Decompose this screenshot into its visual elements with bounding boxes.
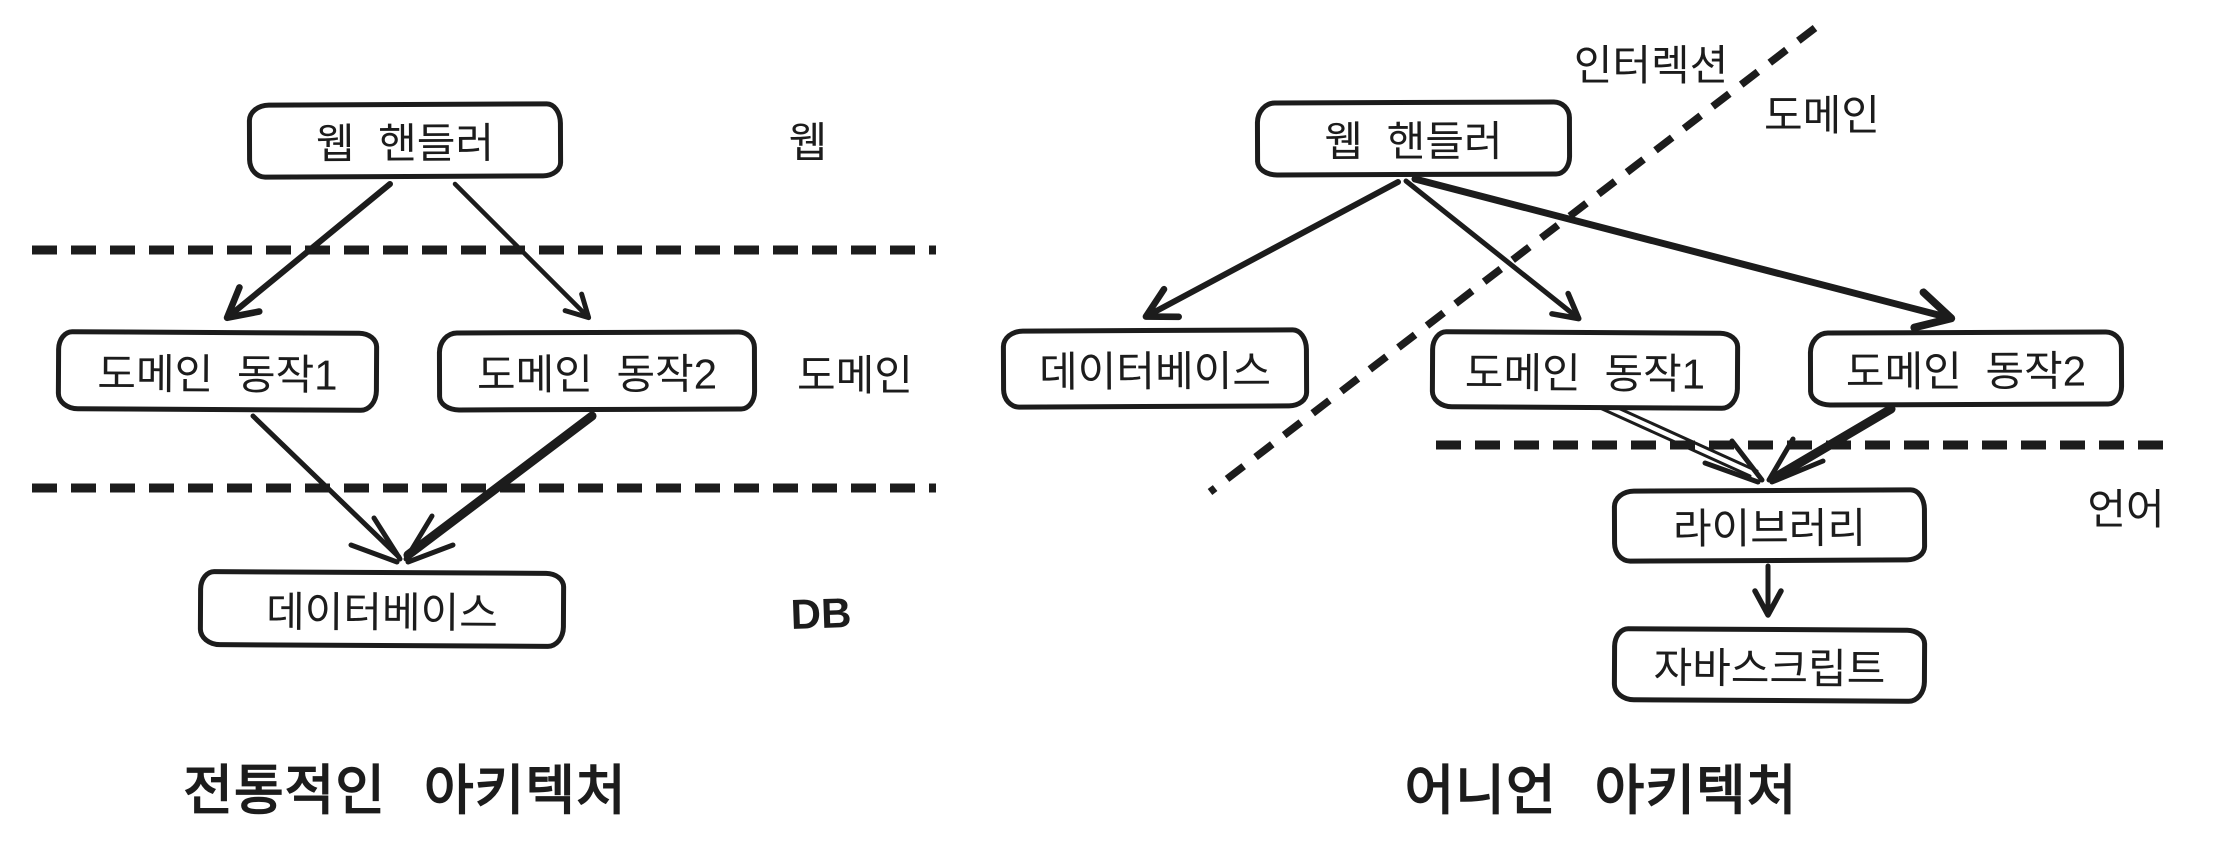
left-layer-label-web: 웹 bbox=[788, 118, 828, 166]
right-divider-interaction-domain bbox=[1207, 25, 1818, 495]
arrow-left-webhandler-domain1 bbox=[223, 181, 393, 322]
left-node-domain-action-1: 도메인 동작1 bbox=[55, 329, 380, 413]
left-layer-label-db: DB bbox=[789, 588, 853, 639]
right-dividers bbox=[1207, 25, 2164, 495]
arrow-right-webhandler-domain1 bbox=[1403, 178, 1582, 322]
right-layer-label-interaction: 인터렉션 bbox=[1573, 41, 1729, 89]
right-node-library: 라이브러리 bbox=[1611, 487, 1928, 564]
arrow-left-webhandler-domain2 bbox=[452, 181, 592, 321]
right-layer-label-domain: 도메인 bbox=[1764, 91, 1880, 139]
right-node-database: 데이터베이스 bbox=[1000, 327, 1310, 410]
left-caption: 전통적인 아키텍처 bbox=[183, 760, 627, 821]
arrow-right-domain1-library-stroke2 bbox=[1605, 401, 1759, 473]
arrow-right-webhandler-domain2 bbox=[1411, 175, 1956, 332]
right-node-javascript: 자바스크립트 bbox=[1611, 626, 1928, 704]
left-node-domain-action-2: 도메인 동작2 bbox=[436, 329, 758, 413]
arrowhead-fan-library bbox=[1702, 436, 1826, 485]
left-arrows bbox=[223, 181, 597, 565]
left-node-database: 데이터베이스 bbox=[197, 569, 567, 649]
arrowhead-fan-database bbox=[348, 513, 456, 565]
right-node-domain-action-2: 도메인 동작2 bbox=[1807, 329, 2125, 408]
left-dividers bbox=[32, 245, 936, 493]
right-caption: 어니언 아키텍처 bbox=[1404, 760, 1798, 821]
right-arrows bbox=[1142, 175, 1956, 618]
left-node-web-handler: 웹 핸들러 bbox=[246, 101, 564, 180]
arrow-left-domain1-database bbox=[250, 413, 402, 560]
right-layer-label-language: 언어 bbox=[2087, 485, 2165, 533]
arrow-right-domain1-library bbox=[1598, 406, 1752, 478]
arrow-left-domain2-database bbox=[403, 411, 597, 560]
arrow-right-domain2-library bbox=[1769, 404, 1896, 483]
arrow-right-webhandler-database bbox=[1142, 179, 1401, 321]
left-layer-label-domain: 도메인 bbox=[797, 351, 913, 399]
right-node-domain-action-1: 도메인 동작1 bbox=[1429, 329, 1741, 411]
right-node-web-handler: 웹 핸들러 bbox=[1254, 99, 1573, 178]
